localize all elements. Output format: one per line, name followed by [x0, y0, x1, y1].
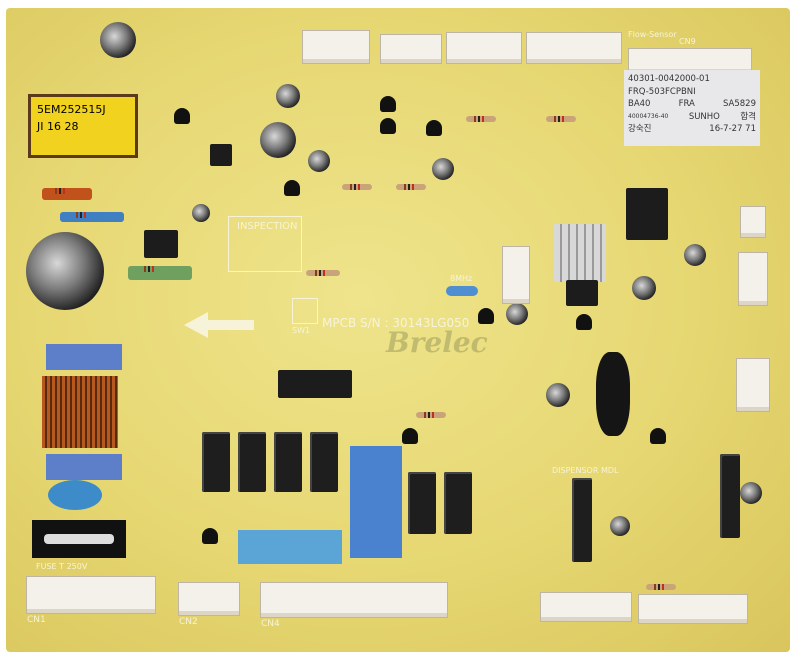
- capacitor: [506, 303, 528, 325]
- varistor: [48, 480, 102, 510]
- voltage-regulator: [566, 280, 598, 306]
- connector[interactable]: [736, 358, 770, 412]
- connector[interactable]: [638, 594, 748, 624]
- transistor: [426, 120, 442, 136]
- capacitor: [26, 232, 104, 310]
- connector[interactable]: [540, 592, 632, 622]
- relay-blue: [350, 446, 402, 558]
- ic-chip: [210, 144, 232, 166]
- ic-chip: [278, 370, 352, 398]
- fuse-holder: [32, 520, 126, 558]
- capacitor: [610, 516, 630, 536]
- connector[interactable]: [446, 32, 522, 64]
- x-capacitor: [46, 454, 122, 480]
- watermark-logo: Brelec: [386, 326, 488, 359]
- relay: [444, 472, 472, 534]
- connector[interactable]: [738, 252, 768, 306]
- resistor: [42, 188, 92, 200]
- relay: [202, 432, 230, 492]
- capacitor: [260, 122, 296, 158]
- connector-cn4[interactable]: CN4: [260, 582, 448, 629]
- connector-label: CN1: [27, 615, 46, 625]
- sticker-text: 합격: [740, 111, 756, 122]
- crystal-label: 8MHz: [450, 274, 473, 283]
- sticker-part-number: 40301-0042000-01: [628, 74, 710, 84]
- connector[interactable]: [740, 206, 766, 238]
- buzzer: [596, 352, 630, 436]
- resistor: [646, 584, 676, 590]
- crystal: [446, 286, 478, 296]
- capacitor: [432, 158, 454, 180]
- label-sticker: 40301-0042000-01 FRQ-503FCPBNI BA40 FRA SA…: [624, 70, 760, 146]
- transformer-label-2: JI 16 28: [37, 120, 79, 133]
- capacitor: [740, 482, 762, 504]
- connector[interactable]: [526, 32, 622, 64]
- relay: [274, 432, 302, 492]
- capacitor: [192, 204, 210, 222]
- connector-label: CN4: [261, 619, 280, 629]
- capacitor: [632, 276, 656, 300]
- transistor: [576, 314, 592, 330]
- transistor: [174, 108, 190, 124]
- sticker-text: FRA: [678, 99, 695, 109]
- relay: [572, 478, 592, 562]
- relay: [408, 472, 436, 534]
- capacitor: [100, 22, 136, 58]
- connector[interactable]: [380, 34, 442, 64]
- connector[interactable]: [302, 30, 370, 64]
- resistor: [128, 266, 192, 280]
- sticker-text: 강숙진: [628, 124, 652, 134]
- resistor: [416, 412, 446, 418]
- sticker-text: SA5829: [722, 99, 756, 109]
- capacitor: [684, 244, 706, 266]
- transistor: [650, 428, 666, 444]
- capacitor: [276, 84, 300, 108]
- relay: [310, 432, 338, 492]
- ic-chip: [144, 230, 178, 258]
- transformer: 5EM252515J JI 16 28: [28, 94, 138, 158]
- flow-sensor-label: Flow-Sensor: [628, 30, 677, 39]
- choke-coil: [42, 376, 118, 448]
- sticker-text: 16-7-27 71: [709, 124, 756, 134]
- connector-cn2[interactable]: CN2: [178, 582, 240, 627]
- sticker-text: 40004736-40: [628, 112, 669, 120]
- resistor: [342, 184, 372, 190]
- filter-capacitor: [238, 530, 342, 564]
- heatsink: [554, 224, 606, 282]
- sticker-text: SUNHO: [688, 111, 720, 122]
- resistor: [306, 270, 340, 276]
- fuse-label: FUSE T 250V: [36, 562, 88, 571]
- connector-cn1[interactable]: CN1: [26, 576, 156, 625]
- dispenser-label: DISPENSOR MDL: [552, 466, 619, 475]
- connector[interactable]: [502, 246, 530, 304]
- resistor: [546, 116, 576, 122]
- resistor: [60, 212, 124, 222]
- sticker-model: FRQ-503FCPBNI: [628, 86, 696, 97]
- capacitor: [546, 383, 570, 407]
- connector-label: CN2: [179, 617, 198, 627]
- relay: [720, 454, 740, 538]
- transistor: [202, 528, 218, 544]
- inspection-label: INSPECTION: [237, 221, 298, 232]
- connector-label: CN9: [679, 37, 696, 46]
- resistor: [396, 184, 426, 190]
- pcb-board: 5EM252515J JI 16 28: [6, 8, 790, 652]
- sw-label: SW1: [292, 326, 311, 335]
- inspection-box: INSPECTION: [228, 216, 302, 272]
- transistor: [478, 308, 494, 324]
- sticker-text: BA40: [628, 99, 651, 109]
- transistor: [284, 180, 300, 196]
- transformer-label: 5EM252515J: [37, 103, 106, 116]
- transistor: [380, 118, 396, 134]
- switch-sw1[interactable]: [292, 298, 318, 324]
- relay: [238, 432, 266, 492]
- serial-number: MPCB S/N : 30143LG050: [322, 316, 470, 330]
- resistor: [466, 116, 496, 122]
- x-capacitor: [46, 344, 122, 370]
- arrow-marking: [184, 312, 254, 338]
- transistor: [380, 96, 396, 112]
- transistor: [402, 428, 418, 444]
- capacitor: [308, 150, 330, 172]
- voltage-regulator: [626, 188, 668, 240]
